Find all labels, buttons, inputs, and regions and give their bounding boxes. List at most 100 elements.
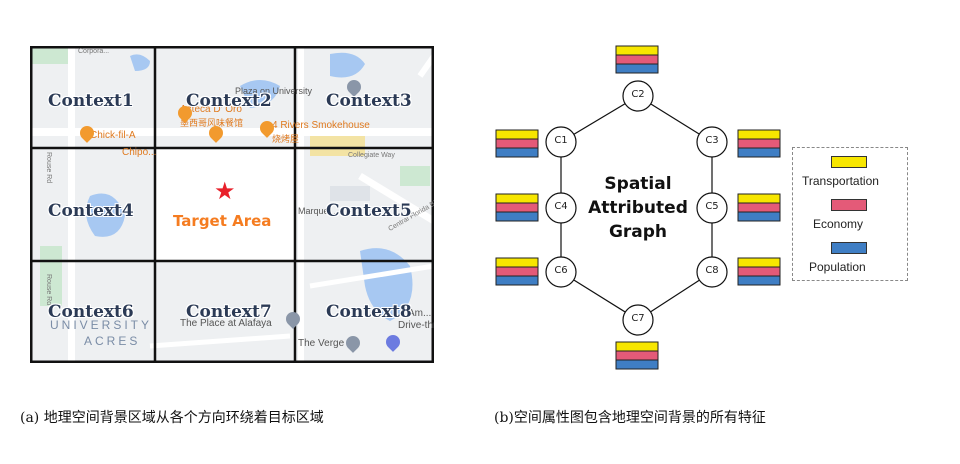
feature-bar-economy — [495, 138, 539, 149]
context-label-3: Context3 — [326, 91, 412, 111]
feature-stack-c8 — [737, 257, 781, 286]
legend-swatch-population — [831, 242, 867, 254]
building-area — [330, 186, 370, 201]
feature-bar-population — [615, 63, 659, 74]
feature-bar-transportation — [615, 341, 659, 352]
map-background — [30, 46, 434, 363]
feature-bar-transportation — [495, 257, 539, 268]
road — [358, 173, 434, 224]
feature-bar-economy — [495, 266, 539, 277]
map-label-collegiate: Collegiate Way — [348, 152, 395, 159]
node-c4 — [545, 192, 577, 224]
feature-stack-c2 — [615, 45, 659, 74]
road — [309, 263, 434, 289]
park-area — [30, 46, 70, 64]
feature-bar-transportation — [737, 257, 781, 268]
map-label-acres: ACRES — [84, 334, 141, 348]
feature-stack-c1 — [495, 129, 539, 158]
feature-bar-population — [495, 211, 539, 222]
feature-bar-population — [495, 147, 539, 158]
context-label-2: Context2 — [186, 91, 272, 111]
feature-bar-transportation — [495, 129, 539, 140]
road — [149, 333, 291, 349]
water-area — [86, 193, 125, 237]
node-c2 — [622, 80, 654, 112]
node-label-c4: C4 — [554, 201, 568, 212]
road — [298, 46, 304, 363]
park-area — [400, 166, 430, 186]
feature-stack-c3 — [737, 129, 781, 158]
node-c3 — [696, 126, 728, 158]
feature-bar-transportation — [737, 193, 781, 204]
node-label-c2: C2 — [631, 89, 645, 100]
target-area-label: Target Area — [173, 212, 272, 230]
map-label-chickfila: Chick-fil-A — [90, 130, 136, 141]
graph-nodes — [545, 80, 728, 336]
legend-label-transportation: Transportation — [802, 174, 879, 188]
context-label-7: Context7 — [186, 302, 272, 322]
feature-stack-c7 — [615, 341, 659, 370]
caption-b: (b)空间属性图包含地理空间背景的所有特征 — [494, 410, 766, 426]
feature-stack-c4 — [495, 193, 539, 222]
feature-bar-population — [615, 359, 659, 370]
map-label-marque: Marque... — [298, 206, 337, 216]
map-label-rivers-cn: 烧烤屋 — [272, 134, 300, 144]
feature-bar-population — [737, 147, 781, 158]
map-label-plaza: Plaza on University — [235, 86, 313, 96]
feature-bar-population — [737, 275, 781, 286]
map-label-azteca: Azteca D' Oro — [180, 104, 242, 115]
context-label-6: Context6 — [48, 302, 134, 322]
feature-bar-population — [737, 211, 781, 222]
map-label-the-verge: The Verge — [298, 338, 345, 349]
node-c1 — [545, 126, 577, 158]
feature-bar-economy — [737, 266, 781, 277]
grid-border — [30, 46, 434, 363]
feature-stack-c6 — [495, 257, 539, 286]
legend-swatch-transportation — [831, 156, 867, 168]
map-label-drive-thru: Drive-thru A... — [398, 320, 434, 331]
node-c7 — [622, 304, 654, 336]
feature-bar-economy — [737, 138, 781, 149]
map-label-am: Am... — [408, 308, 432, 319]
map-label-azteca-cn: 墨西哥风味餐馆 — [180, 118, 244, 128]
feature-bar-economy — [495, 202, 539, 213]
graph-diagram — [495, 45, 781, 370]
feature-bar-economy — [737, 202, 781, 213]
legend-label-economy: Economy — [813, 217, 864, 231]
feature-bar-transportation — [615, 45, 659, 56]
feature-bar-economy — [615, 350, 659, 361]
feature-bar-transportation — [737, 129, 781, 140]
graph-title-line-3: Graph — [608, 222, 668, 242]
context-label-4: Context4 — [48, 201, 134, 221]
water-area — [240, 80, 280, 108]
context-label-8: Context8 — [326, 302, 412, 322]
node-label-c7: C7 — [631, 313, 645, 324]
map-panel: Corpora... Azteca D' Oro 墨西哥风味餐馆 Plaza o… — [30, 46, 434, 363]
node-c5 — [696, 192, 728, 224]
context-label-5: Context5 — [326, 201, 412, 221]
map-label-the-place: The Place at Alafaya — [180, 318, 272, 329]
target-star-icon: ★ — [214, 177, 236, 205]
feature-bar-population — [495, 275, 539, 286]
water-area — [130, 54, 150, 71]
node-c6 — [545, 256, 577, 288]
caption-a: (a) 地理空间背景区域从各个方向环绕着目标区域 — [20, 410, 324, 426]
legend-label-population: Population — [809, 260, 866, 274]
node-label-c8: C8 — [705, 265, 719, 276]
feature-stacks — [495, 45, 781, 370]
graph-title-line-2: Attributed — [588, 198, 688, 218]
graph-title-line-1: Spatial — [604, 174, 672, 194]
grid-lines — [30, 46, 434, 363]
legend-swatch-economy — [831, 199, 867, 211]
water-area — [330, 52, 365, 78]
road — [30, 128, 434, 136]
map-label-rouse-top: Rouse Rd — [45, 152, 52, 184]
map-label-corporate: Corpora... — [78, 48, 110, 55]
map-label-university: UNIVERSITY — [50, 318, 153, 332]
map-label-rouse-bottom: Rouse Rd — [45, 274, 52, 306]
road — [68, 46, 75, 363]
node-label-c5: C5 — [705, 201, 719, 212]
map-label-rivers: 4 Rivers Smokehouse — [272, 120, 370, 131]
map-label-chipotle: Chipo... — [122, 147, 157, 158]
water-area — [360, 248, 413, 321]
